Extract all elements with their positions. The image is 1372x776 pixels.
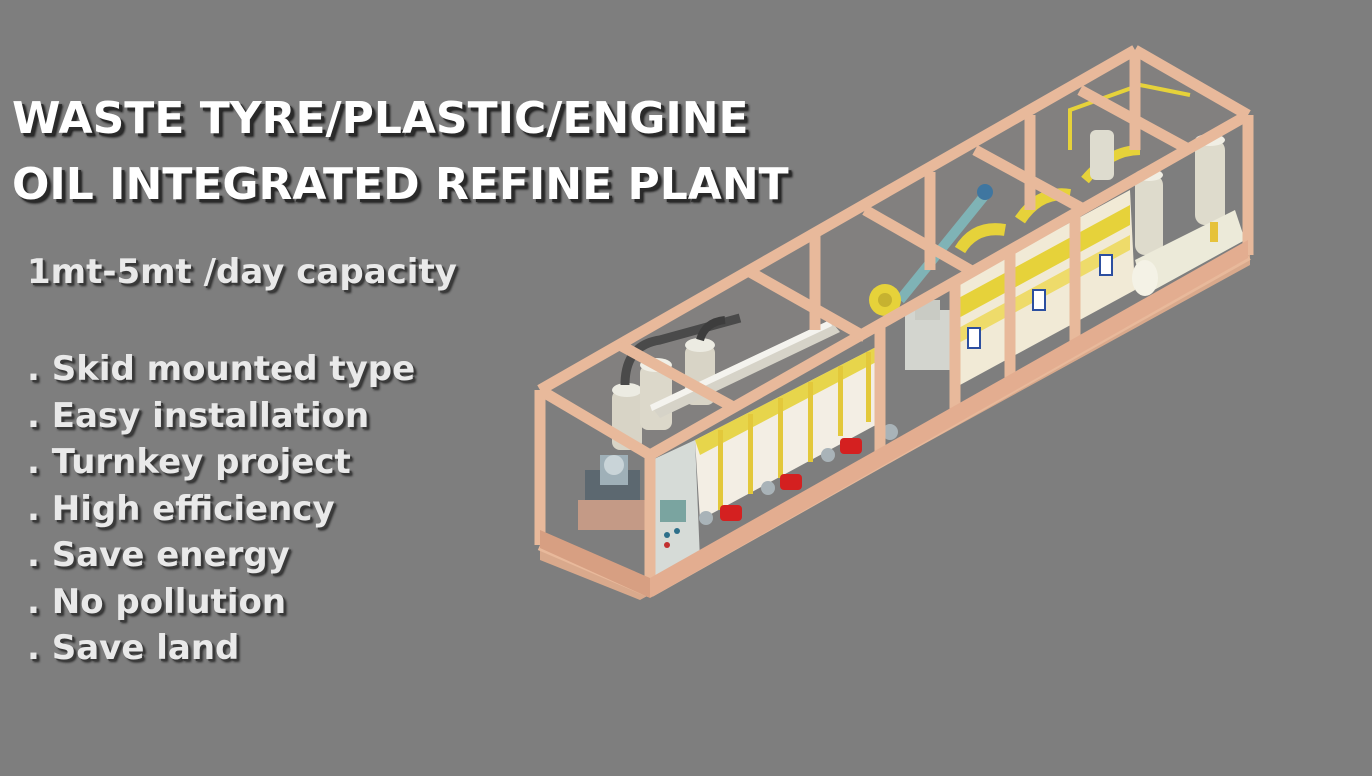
feature-list: . Skid mounted type . Easy installation …	[27, 346, 415, 672]
panel-icon	[967, 327, 981, 349]
feature-item: . No pollution	[27, 581, 287, 622]
refine-plant-illustration	[534, 45, 1254, 600]
feature-item: . High efficiency	[27, 488, 335, 529]
feature-item: . Turnkey project	[27, 442, 351, 482]
frame-lower-band	[650, 240, 1248, 598]
frame-lower-band-end	[540, 530, 650, 598]
slide-title: WASTE TYRE/PLASTIC/ENGINE OIL INTEGRATED…	[12, 86, 812, 218]
panel-icon	[1099, 254, 1113, 276]
right-end-tanks	[1132, 134, 1245, 296]
feature-item: . Skid mounted type	[27, 349, 416, 389]
feature-item: . Easy installation	[27, 395, 370, 436]
burner-icon	[720, 505, 742, 521]
title-line-1: WASTE TYRE/PLASTIC/ENGINE	[12, 93, 749, 144]
condenser-tanks	[612, 313, 742, 450]
panel-icon	[1032, 289, 1046, 311]
feature-item: . Save energy	[27, 535, 290, 575]
control-cabinet	[652, 440, 700, 582]
capacity-text: 1mt-5mt /day capacity	[27, 252, 457, 292]
left-pump-unit	[578, 455, 646, 530]
right-reactor-block	[954, 82, 1191, 385]
feature-item: . Save land	[27, 628, 240, 668]
title-line-2: OIL INTEGRATED REFINE PLANT	[12, 159, 789, 210]
reactor-row	[695, 345, 898, 525]
floor-shade	[540, 50, 1250, 455]
burner-icon	[840, 438, 862, 454]
middle-valve-assembly	[869, 184, 993, 370]
burner-icon	[780, 474, 802, 490]
